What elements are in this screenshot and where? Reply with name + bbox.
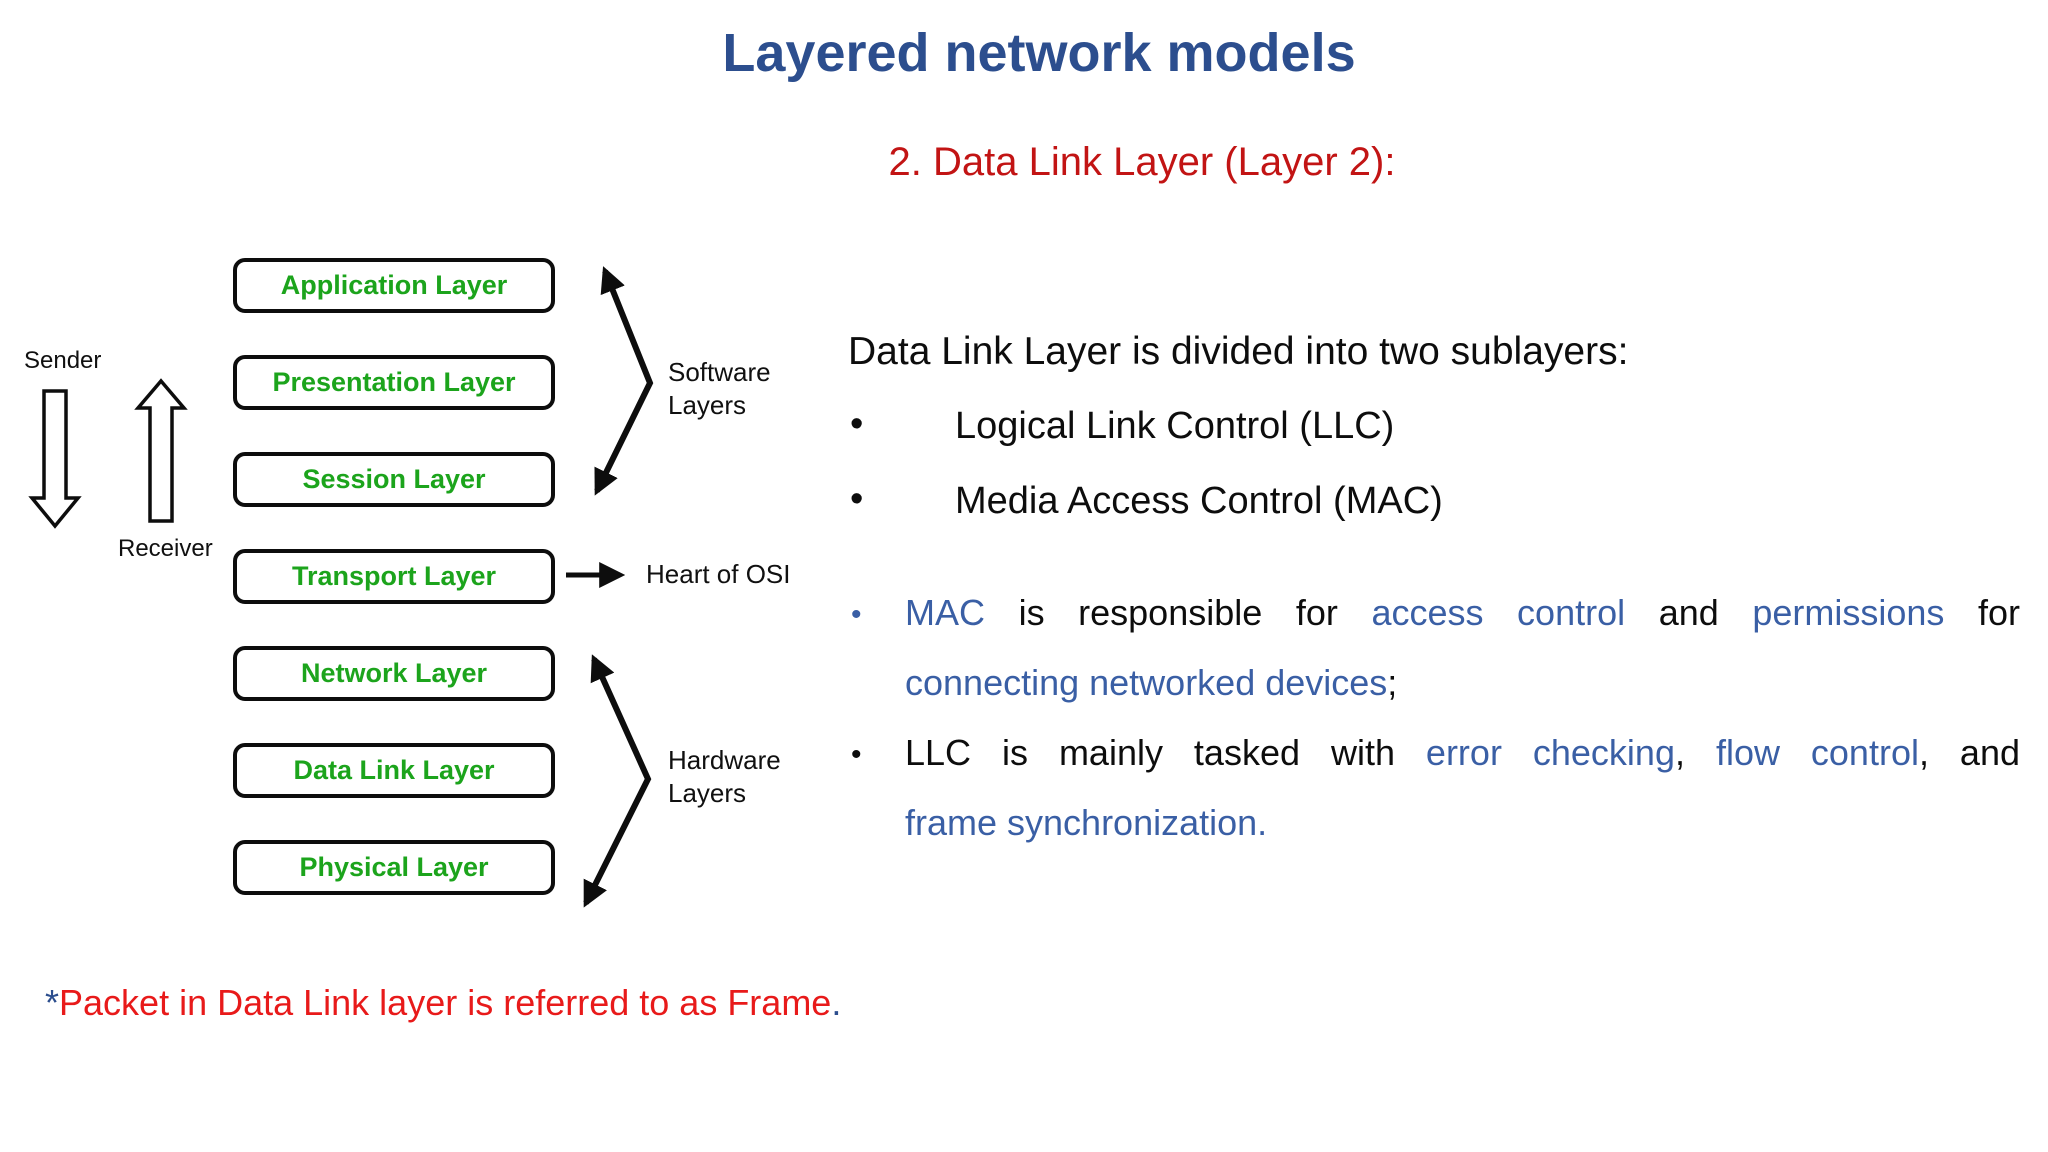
intro-line: Data Link Layer is divided into two subl… [848, 330, 1629, 373]
software-layers-label: Software Layers [668, 357, 771, 420]
sublayer-item-llc: Logical Link Control (LLC) [955, 405, 1395, 447]
layer-box: Application Layer [233, 258, 555, 313]
receiver-up-arrow [134, 378, 188, 523]
page-subtitle: 2. Data Link Layer (Layer 2): [888, 140, 1396, 184]
footnote-text: Packet in Data Link layer is referred to… [59, 982, 832, 1023]
bullet-dot: • [851, 738, 862, 771]
bullet-dot: • [851, 598, 862, 631]
footnote-period: . [831, 982, 842, 1023]
sender-label: Sender [24, 347, 102, 374]
llc-paragraph-line2: frame synchronization. [905, 802, 1268, 843]
bullet-dot: • [850, 403, 864, 445]
footnote-asterisk: * [45, 982, 60, 1023]
sender-down-arrow [28, 389, 82, 529]
layer-box: Network Layer [233, 646, 555, 701]
mac-paragraph-line2: connecting networked devices; [905, 662, 1398, 703]
hardware-layers-label: Hardware Layers [668, 745, 781, 808]
sublayer-item-mac: Media Access Control (MAC) [955, 480, 1443, 522]
page-title: Layered network models [722, 23, 1356, 83]
layer-box: Transport Layer [233, 549, 555, 604]
receiver-label: Receiver [118, 535, 213, 562]
layer-box: Session Layer [233, 452, 555, 507]
llc-paragraph-line1: LLC is mainly tasked with error checking… [905, 732, 2020, 773]
layer-box: Data Link Layer [233, 743, 555, 798]
mac-paragraph-line1: MAC is responsible for access control an… [905, 592, 2020, 633]
bullet-dot: • [850, 478, 864, 520]
hardware-layers-brace-arrow [583, 654, 652, 908]
software-layers-brace-arrow [594, 266, 654, 496]
layer-box: Physical Layer [233, 840, 555, 895]
footnote: *Packet in Data Link layer is referred t… [45, 982, 841, 1024]
heart-of-osi-label: Heart of OSI [646, 559, 791, 589]
layer-box: Presentation Layer [233, 355, 555, 410]
